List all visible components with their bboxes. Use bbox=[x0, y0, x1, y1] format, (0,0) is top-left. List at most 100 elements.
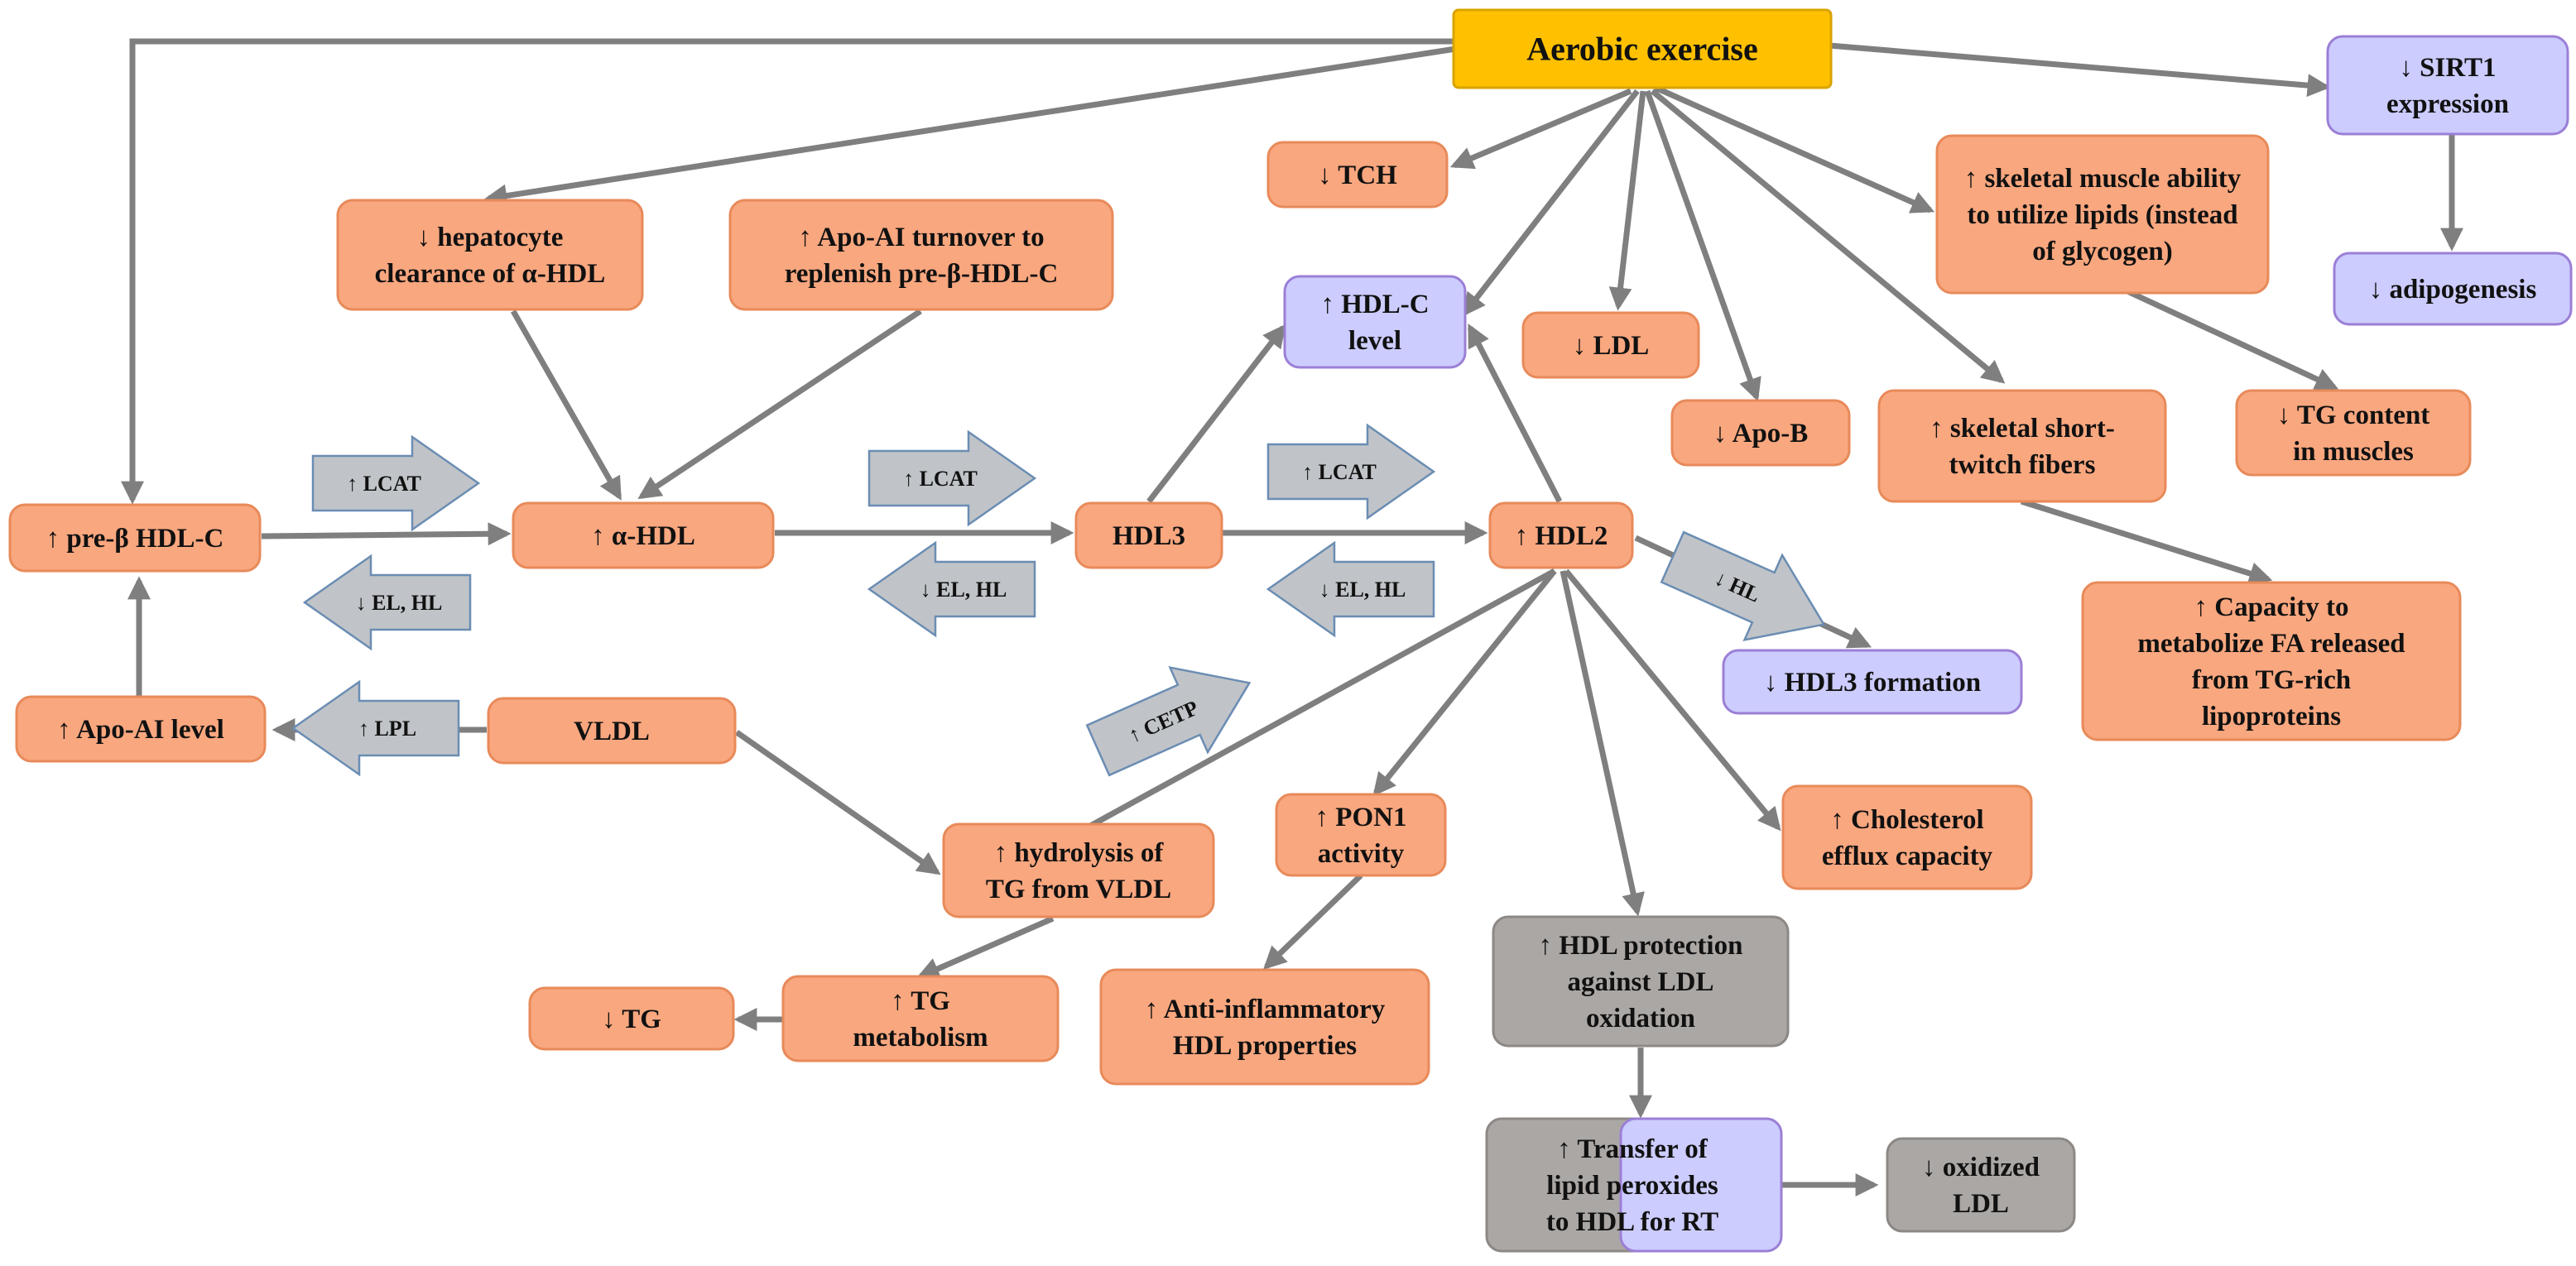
edge-aerobic-to-prebeta bbox=[121, 38, 1457, 505]
node-box bbox=[1670, 399, 1851, 467]
apoturnover-label-line: replenish pre-β-HDL-C bbox=[785, 259, 1059, 289]
node-box bbox=[1722, 649, 2023, 715]
hdlc-label-line: ↑ HDL-C bbox=[1320, 290, 1429, 319]
node-alpha: ↑ α-HDL bbox=[512, 501, 775, 569]
node-box bbox=[8, 503, 262, 573]
node-adipogenesis: ↓ adipogenesis bbox=[2333, 252, 2573, 326]
node-hdlc: ↑ HDL-C level bbox=[1283, 275, 1467, 369]
node-box bbox=[15, 695, 267, 763]
edge-aerobic-to-tch bbox=[1449, 88, 1632, 170]
enzyme-arrow-lcat3: ↑ LCAT bbox=[1266, 423, 1436, 520]
hdl2-label-line: ↑ HDL2 bbox=[1515, 521, 1608, 551]
node-pon1: ↑ PON1 activity bbox=[1275, 793, 1447, 877]
tgmetab-label-line: ↑ TG bbox=[891, 986, 950, 1016]
enzyme-arrow-lpl: ↑ LPL bbox=[291, 679, 460, 777]
hdlc-label-line: level bbox=[1348, 326, 1401, 356]
node-box bbox=[1074, 501, 1223, 569]
transfer-label-line: to HDL for RT bbox=[1546, 1207, 1718, 1237]
node-box bbox=[487, 697, 737, 765]
node-hdl2: ↑ HDL2 bbox=[1488, 501, 1634, 569]
edge-hdl3-to-hdlc bbox=[1146, 324, 1286, 504]
apoai-label-line: ↑ Apo-AI level bbox=[57, 715, 224, 745]
node-twitch: ↑ skeletal short-twitch fibers bbox=[1877, 389, 2167, 503]
edge-aerobic-to-hdlc bbox=[1462, 89, 1640, 317]
enzyme-arrow-shape bbox=[867, 429, 1037, 527]
edge-hepatocyte-to-alpha bbox=[510, 309, 622, 501]
edge-pon1-to-antiinflam bbox=[1262, 873, 1363, 970]
edges bbox=[121, 38, 2463, 1196]
enzyme-label: ↑ LCAT bbox=[347, 472, 421, 496]
node-box bbox=[1488, 501, 1634, 569]
edge-hydrolysis-to-hdl2 bbox=[1083, 568, 1556, 832]
enzyme-arrows: ↑ LCAT↓ EL, HL↑ LCAT↓ EL, HL↑ LCAT↓ EL, … bbox=[291, 423, 1826, 777]
hydrolysis-label-line: ↑ hydrolysis of bbox=[994, 838, 1165, 868]
node-box bbox=[1781, 784, 2033, 890]
oxldl-label-line: ↓ oxidized bbox=[1922, 1153, 2040, 1182]
node-aerobic: Aerobic exercise bbox=[1452, 8, 1833, 89]
node-vldl: VLDL bbox=[487, 697, 737, 765]
enzyme-arrow-shape bbox=[311, 434, 481, 532]
ldl-label-line: ↓ LDL bbox=[1573, 331, 1650, 361]
antiinflam-label-line: ↑ Anti-inflammatory bbox=[1145, 995, 1386, 1024]
edge-aerobic-to-skeletal bbox=[1654, 84, 1935, 213]
protection-label-line: against LDL bbox=[1568, 967, 1714, 997]
hepatocyte-label-line: clearance of α-HDL bbox=[375, 259, 606, 289]
enzyme-arrow-shape bbox=[1266, 423, 1436, 520]
edge-vldl-to-hydrolysis bbox=[734, 730, 941, 875]
edge-hdl2-to-efflux bbox=[1564, 568, 1781, 832]
node-apoai: ↑ Apo-AI level bbox=[15, 695, 267, 763]
hdl3form-label-line: ↓ HDL3 formation bbox=[1764, 668, 1981, 698]
enzyme-arrow-shape bbox=[1266, 540, 1435, 638]
skeletal_lipids-label-line: ↑ skeletal muscle ability bbox=[1964, 164, 2242, 194]
apoturnover-label-line: ↑ Apo-AI turnover to bbox=[798, 223, 1044, 252]
node-apob: ↓ Apo-B bbox=[1670, 399, 1851, 467]
enzyme-label: ↓ EL, HL bbox=[920, 578, 1007, 602]
tg-label-line: ↓ TG bbox=[602, 1005, 661, 1034]
edge-prebeta-to-alpha bbox=[261, 522, 512, 546]
aerobic-label-line: Aerobic exercise bbox=[1526, 31, 1758, 68]
node-box bbox=[1275, 793, 1447, 877]
enzyme-arrow-shape bbox=[302, 554, 472, 651]
enzyme-label: ↑ LCAT bbox=[903, 467, 978, 491]
twitch-label-line: twitch fibers bbox=[1949, 450, 2096, 480]
node-box bbox=[1452, 8, 1833, 89]
capacity-label-line: from TG-rich bbox=[2192, 665, 2351, 695]
node-box bbox=[2081, 581, 2462, 741]
pon1-label-line: ↑ PON1 bbox=[1315, 803, 1407, 832]
pon1-label-line: activity bbox=[1318, 839, 1405, 869]
enzyme-label: ↑ LPL bbox=[358, 717, 416, 741]
vldl-label-line: VLDL bbox=[574, 717, 650, 746]
edge-skeletal-to-tgmuscle bbox=[2126, 288, 2339, 391]
node-box bbox=[2326, 35, 2569, 136]
capacity-label-line: ↑ Capacity to bbox=[2194, 592, 2349, 622]
edge-hydrolysis-to-tgmetab bbox=[916, 915, 1055, 980]
sirt1-label-line: ↓ SIRT1 bbox=[2399, 53, 2496, 83]
hepatocyte-label-line: ↓ hepatocyte bbox=[417, 223, 564, 252]
node-box bbox=[1266, 141, 1449, 209]
protection-label-line: oxidation bbox=[1586, 1004, 1695, 1033]
enzyme-arrow-shape bbox=[1660, 530, 1826, 641]
enzyme-arrow-lcat1: ↑ LCAT bbox=[311, 434, 481, 532]
prebeta-label-line: ↑ pre-β HDL-C bbox=[46, 524, 224, 554]
edge-twitch-to-capacity bbox=[2020, 498, 2273, 585]
node-prebeta: ↑ pre-β HDL-C bbox=[8, 503, 262, 573]
tgmetab-label-line: metabolism bbox=[853, 1023, 988, 1053]
edge-hdl2-to-protection bbox=[1560, 570, 1645, 917]
node-box bbox=[781, 975, 1060, 1062]
node-ldl: ↓ LDL bbox=[1521, 311, 1700, 379]
efflux-label-line: efflux capacity bbox=[1822, 842, 1993, 871]
alpha-label-line: ↑ α-HDL bbox=[591, 521, 695, 551]
node-box bbox=[512, 501, 775, 569]
adipogenesis-label-line: ↓ adipogenesis bbox=[2369, 275, 2537, 305]
skeletal_lipids-label-line: to utilize lipids (instead bbox=[1967, 200, 2237, 230]
node-hepatocyte: ↓ hepatocyte clearance of α-HDL bbox=[336, 199, 644, 311]
node-box bbox=[2333, 252, 2573, 326]
